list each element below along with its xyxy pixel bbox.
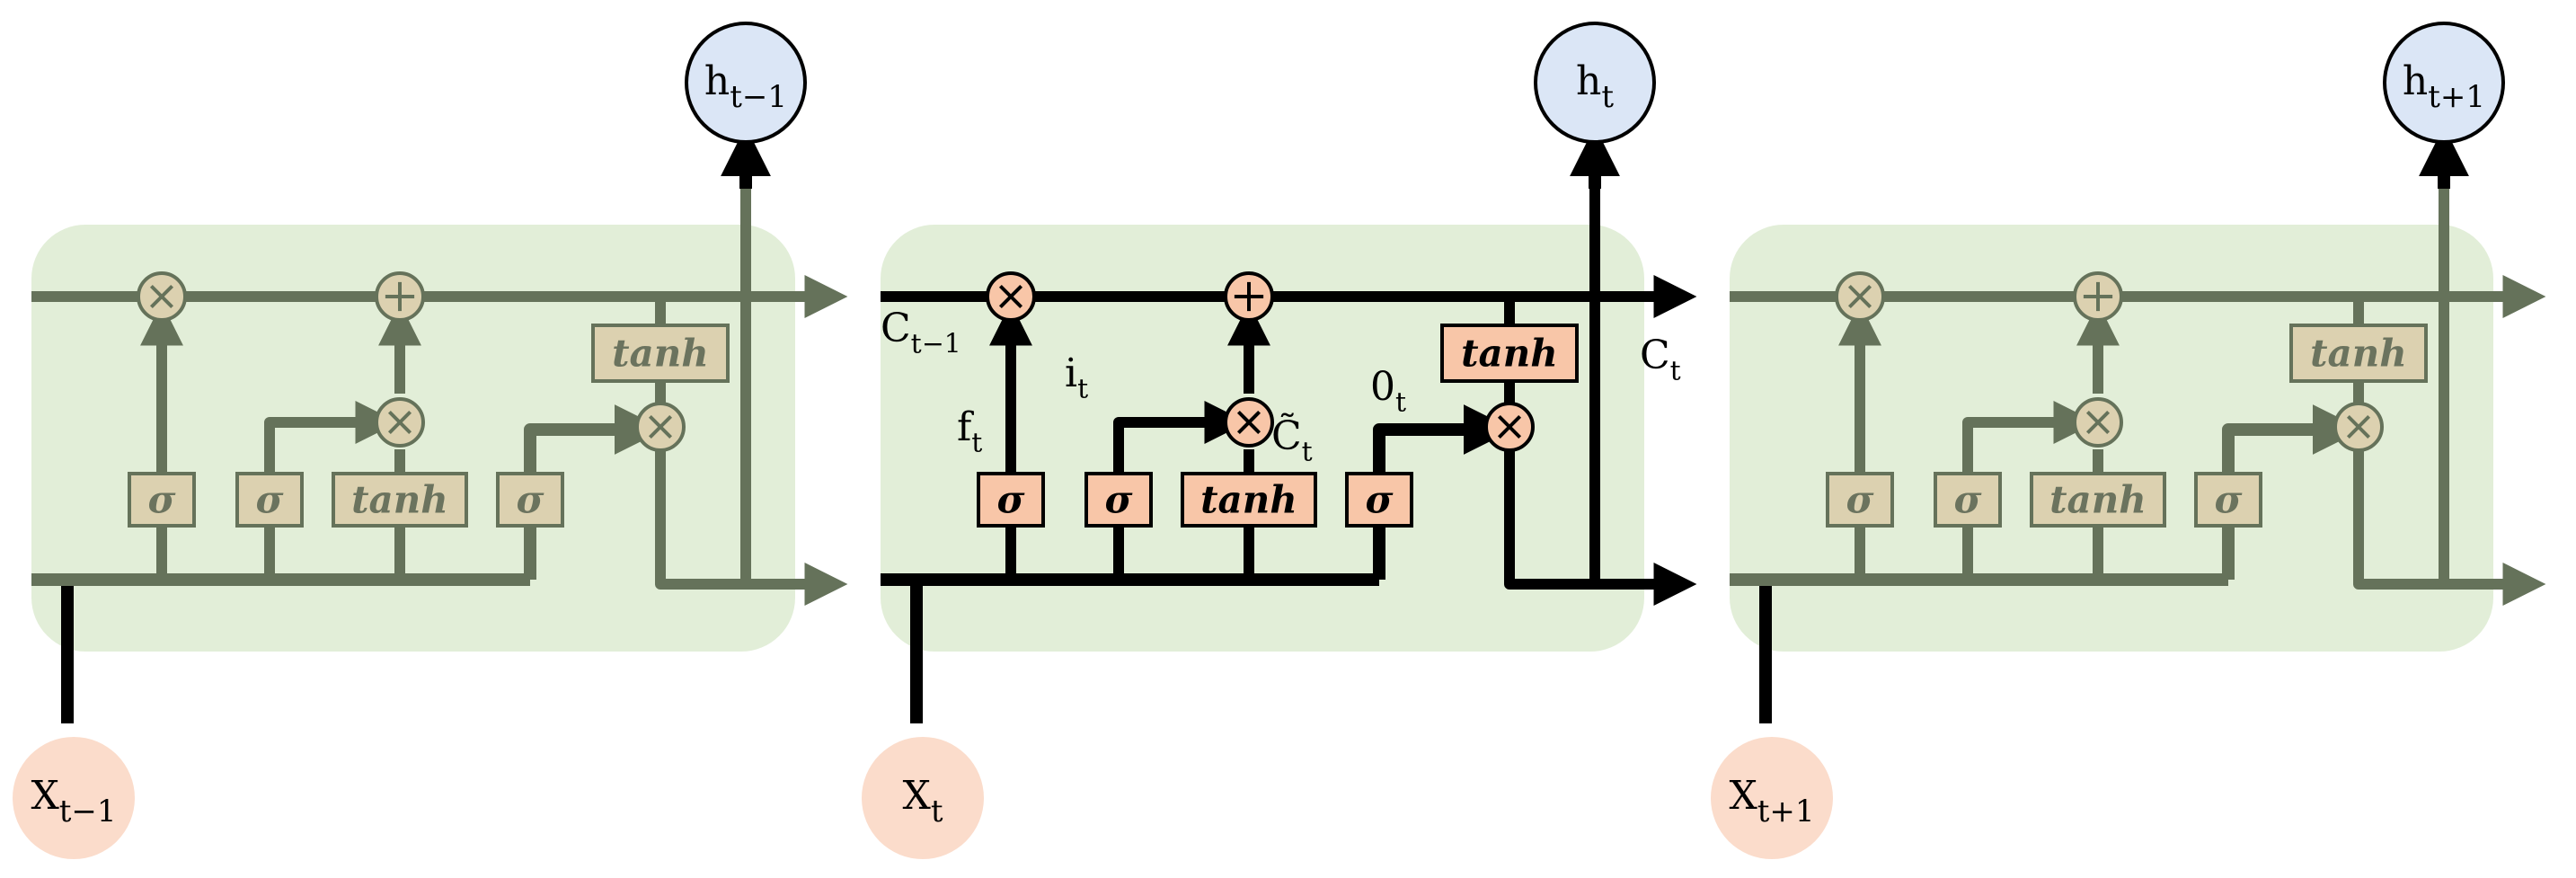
output-tanh: tanh (1440, 324, 1579, 383)
input-gate-sigma: σ (1084, 472, 1153, 528)
candidate-tanh: tanh (1181, 472, 1317, 528)
svg-text:σ: σ (1846, 477, 1874, 521)
forget-multiply-icon (1835, 271, 1885, 322)
svg-text:σ: σ (1954, 477, 1982, 521)
output-tanh: tanh (2289, 324, 2428, 383)
output-multiply-icon (2333, 402, 2384, 452)
forget-multiply-icon (137, 271, 187, 322)
candidate-tanh: tanh (332, 472, 468, 528)
input-label: Xt (903, 773, 943, 829)
output-gate-path (2222, 404, 2363, 580)
output-tanh: tanh (591, 324, 730, 383)
svg-text:tanh: tanh (2310, 331, 2407, 375)
svg-text:σ: σ (256, 477, 284, 521)
svg-text:σ: σ (1105, 477, 1133, 521)
output-multiply-icon (1484, 402, 1535, 452)
cell-state-prev-label: Ct−1 (881, 306, 961, 359)
svg-text:tanh: tanh (351, 477, 448, 521)
hidden-output-path (655, 449, 848, 606)
forget-gate-sigma: σ (977, 472, 1045, 528)
svg-text:tanh: tanh (612, 331, 709, 375)
input-node: Xt+1 (1711, 737, 1833, 859)
output-node: ht−1 (685, 22, 807, 144)
output-label: ht (1576, 58, 1614, 115)
output-label: ht−1 (704, 58, 787, 115)
cell-add-icon (375, 271, 425, 322)
input-label: Xt−1 (31, 773, 116, 829)
input-multiply-icon (2073, 397, 2123, 448)
output-gate-path (1373, 404, 1514, 580)
input-label: Xt+1 (1729, 773, 1814, 829)
svg-text:tanh: tanh (1461, 331, 1558, 375)
output-gate-sigma: σ (496, 472, 564, 528)
svg-text:σ: σ (997, 477, 1025, 521)
output-gate-path (524, 404, 665, 580)
svg-text:σ: σ (517, 477, 544, 521)
input-multiply-icon (375, 397, 425, 448)
input-gate-label: it (1065, 350, 1088, 404)
svg-text:σ: σ (2215, 477, 2243, 521)
input-node: Xt (862, 737, 984, 859)
output-node: ht (1534, 22, 1656, 144)
input-gate-sigma: σ (1934, 472, 2002, 528)
input-node: Xt−1 (13, 737, 135, 859)
cell-add-icon (2073, 271, 2123, 322)
hidden-output-path (1504, 449, 1697, 606)
candidate-label: C̃t (1271, 412, 1313, 467)
input-multiply-icon (1224, 397, 1274, 448)
forget-gate-label: ft (957, 404, 982, 458)
svg-text:tanh: tanh (2049, 477, 2147, 521)
cell-state-next-label: Ct (1640, 333, 1681, 386)
forget-gate-sigma: σ (128, 472, 196, 528)
output-label: ht+1 (2403, 58, 2485, 115)
svg-text:tanh: tanh (1200, 477, 1297, 521)
svg-text:σ: σ (148, 477, 176, 521)
input-gate-sigma: σ (235, 472, 304, 528)
forget-multiply-icon (986, 271, 1036, 322)
output-gate-label: 0t (1370, 364, 1406, 418)
output-multiply-icon (635, 402, 686, 452)
candidate-tanh: tanh (2030, 472, 2166, 528)
output-gate-sigma: σ (1345, 472, 1413, 528)
output-gate-sigma: σ (2194, 472, 2262, 528)
hidden-output-path (2353, 449, 2546, 606)
svg-text:σ: σ (1366, 477, 1394, 521)
cell-add-icon (1224, 271, 1274, 322)
output-node: ht+1 (2383, 22, 2505, 144)
forget-gate-sigma: σ (1826, 472, 1894, 528)
